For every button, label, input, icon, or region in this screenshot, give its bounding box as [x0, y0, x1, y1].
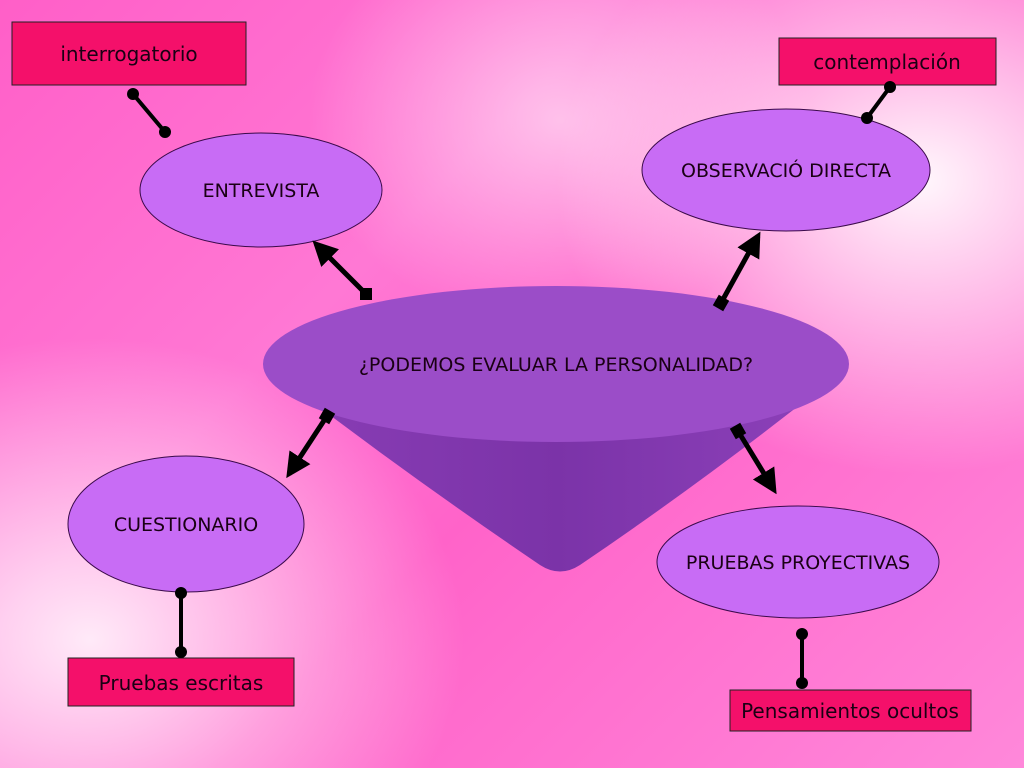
connector-escritas	[175, 587, 187, 658]
note-interrogatorio-label: interrogatorio	[60, 42, 197, 66]
node-proyectivas[interactable]: PRUEBAS PROYECTIVAS	[656, 505, 940, 619]
center-question: ¿PODEMOS EVALUAR LA PERSONALIDAD?	[359, 354, 753, 376]
arrow-to-proyectivas	[729, 422, 777, 495]
arrow-to-cuestionario	[286, 407, 336, 479]
connector-ocultos	[796, 628, 808, 689]
node-cuestionario-label: CUESTIONARIO	[114, 514, 258, 536]
note-escritas-label: Pruebas escritas	[99, 671, 264, 695]
note-contemplacion-label: contemplación	[813, 50, 961, 74]
arrow-to-observacion	[712, 231, 761, 312]
arrow-to-entrevista	[312, 240, 372, 300]
node-observacion-label: OBSERVACIÓ DIRECTA	[681, 158, 891, 182]
note-contemplacion[interactable]: contemplación	[778, 37, 997, 86]
node-proyectivas-label: PRUEBAS PROYECTIVAS	[686, 552, 910, 574]
connector-interrogatorio	[127, 88, 171, 138]
node-entrevista[interactable]: ENTREVISTA	[139, 132, 383, 248]
note-escritas[interactable]: Pruebas escritas	[67, 657, 295, 707]
node-cuestionario[interactable]: CUESTIONARIO	[67, 455, 305, 593]
node-observacion[interactable]: OBSERVACIÓ DIRECTA	[641, 108, 931, 232]
cone-top	[263, 286, 849, 442]
note-ocultos-label: Pensamientos ocultos	[741, 699, 959, 723]
center-cone: ¿PODEMOS EVALUAR LA PERSONALIDAD?	[263, 286, 849, 572]
connector-contemplacion	[861, 81, 896, 124]
note-interrogatorio[interactable]: interrogatorio	[11, 21, 247, 86]
note-ocultos[interactable]: Pensamientos ocultos	[729, 689, 972, 732]
node-entrevista-label: ENTREVISTA	[203, 180, 320, 202]
